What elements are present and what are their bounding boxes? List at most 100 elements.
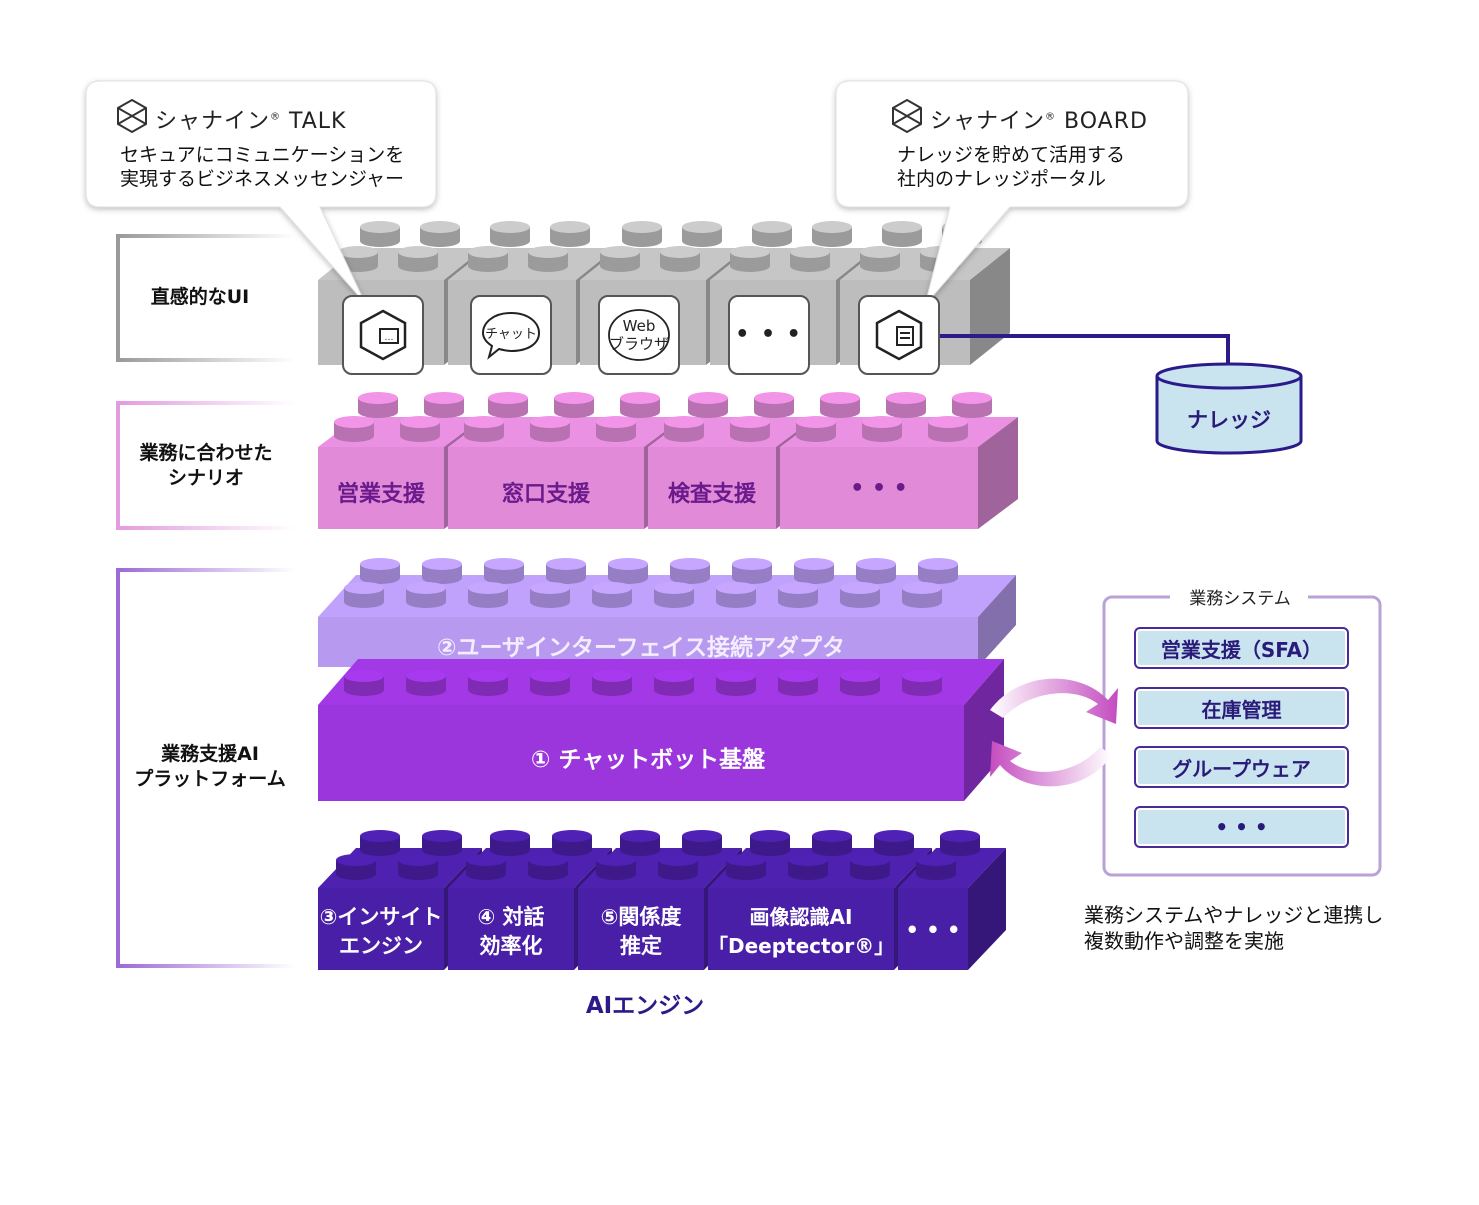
adapter-block-label: ②ユーザインターフェイス接続アダプタ <box>437 635 845 661</box>
web-browser-icon: Web ブラウザ <box>598 295 680 375</box>
ai-engine-brick-stud <box>916 854 956 880</box>
ai-engine-brick-stud <box>750 830 790 856</box>
knowledge-db-label: ナレッジ <box>1187 408 1271 432</box>
chatbot-brick-stud <box>344 670 384 696</box>
platform-layer-label: 業務支援AI プラットフォーム <box>134 743 286 790</box>
ui-brick-stud <box>600 246 640 272</box>
adapter-brick-stud <box>732 558 772 584</box>
ui-brick-stud <box>730 246 770 272</box>
chat-bubble-icon: チャット <box>470 295 552 375</box>
scenario-brick-stud <box>488 392 528 418</box>
ui-brick-stud <box>622 221 662 247</box>
ai-engine-label-2: ④ 対話 効率化 <box>477 905 545 958</box>
ui-brick-stud <box>812 221 852 247</box>
scenario-brick-stud <box>400 416 440 442</box>
ui-brick-stud <box>752 221 792 247</box>
more-label: • • • <box>735 322 803 347</box>
ui-brick-stud <box>860 246 900 272</box>
adapter-brick-stud <box>422 558 462 584</box>
scenario-brick-stud <box>886 392 926 418</box>
ai-engine-brick-stud <box>940 830 980 856</box>
adapter-brick-stud <box>530 582 570 608</box>
scenario-brick-stud <box>862 416 902 442</box>
ui-brick-stud <box>528 246 568 272</box>
scenario-brick-stud <box>928 416 968 442</box>
chatbot-brick-stud <box>840 670 880 696</box>
adapter-brick-stud <box>918 558 958 584</box>
ai-engine-brick-stud <box>422 830 462 856</box>
scenario-brick-stud <box>530 416 570 442</box>
adapter-brick-stud <box>608 558 648 584</box>
ai-engine-label-5: • • • <box>905 918 961 942</box>
chatbot-brick-stud <box>592 670 632 696</box>
business-system-title: 業務システム <box>1189 589 1291 609</box>
scenario-brick-stud <box>952 392 992 418</box>
ai-engine-brick-stud <box>682 830 722 856</box>
talk-product-title: シャナイン® TALK <box>155 109 347 134</box>
inventory-system-item: 在庫管理 <box>1134 687 1349 729</box>
adapter-brick-stud <box>360 558 400 584</box>
more-icon: • • • <box>728 295 810 375</box>
ai-engine-brick-stud <box>658 854 698 880</box>
scenario-brick-stud <box>688 392 728 418</box>
scenario-layer-bracket <box>116 401 295 530</box>
scenario-brick-stud <box>620 392 660 418</box>
ui-brick-stud <box>660 246 700 272</box>
ai-engine-label: AIエンジン <box>585 993 705 1019</box>
adapter-brick-stud <box>546 558 586 584</box>
scenario-brick-stud <box>464 416 504 442</box>
ai-engine-brick-stud <box>874 830 914 856</box>
adapter-brick-stud <box>592 582 632 608</box>
scenario-label: 営業支援 <box>336 482 425 507</box>
scenario-label: 検査支援 <box>667 482 756 507</box>
adapter-brick-stud <box>406 582 446 608</box>
ai-engine-brick-stud <box>788 854 828 880</box>
adapter-brick-stud <box>778 582 818 608</box>
ui-brick-stud <box>490 221 530 247</box>
adapter-brick-stud <box>840 582 880 608</box>
business-system-caption: 業務システムやナレッジと連携し 複数動作や調整を実施 <box>1084 903 1384 953</box>
scenario-brick-stud <box>596 416 636 442</box>
ui-brick-stud <box>420 221 460 247</box>
shanain-logo-icon <box>117 98 147 134</box>
platform-layer-bracket <box>116 568 295 968</box>
ai-engine-brick-stud <box>360 830 400 856</box>
scenario-brick-stud <box>554 392 594 418</box>
knowledge-database <box>1155 362 1303 455</box>
adapter-brick-stud <box>902 582 942 608</box>
ai-engine-label-3: ⑤関係度 推定 <box>600 905 682 958</box>
board-description: ナレッジを貯めて活用する 社内のナレッジポータル <box>897 144 1126 190</box>
scenario-brick-stud <box>820 392 860 418</box>
ai-engine-brick-stud <box>398 854 438 880</box>
ai-engine-brick-stud <box>620 830 660 856</box>
ai-engine-brick-stud <box>552 830 592 856</box>
ui-brick-stud <box>790 246 830 272</box>
chatbot-block-label: ① チャットボット基盤 <box>530 747 766 773</box>
ai-engine-label-1: ③インサイト エンジン <box>319 905 443 958</box>
scenario-brick-stud <box>664 416 704 442</box>
board-cube-icon <box>858 295 940 375</box>
adapter-brick-stud <box>468 582 508 608</box>
messenger-cube-icon: … <box>342 295 424 375</box>
chatbot-brick-stud <box>530 670 570 696</box>
adapter-brick-stud <box>794 558 834 584</box>
chat-bubble-label: チャット <box>485 327 537 342</box>
sfa-system-item: 営業支援（SFA） <box>1134 627 1349 669</box>
scenario-brick-stud <box>754 392 794 418</box>
ui-brick-stud <box>682 221 722 247</box>
ai-engine-brick <box>898 848 1006 970</box>
ui-brick-stud <box>550 221 590 247</box>
scenario-layer-label: 業務に合わせた シナリオ <box>139 442 273 489</box>
sync-arrows-icon <box>990 678 1118 787</box>
ui-brick-stud <box>398 246 438 272</box>
scenario-label: • • • <box>850 476 908 501</box>
more-system-item: • • • <box>1134 806 1349 848</box>
ai-engine-label-4: 画像認識AI 「Deeptector®」 <box>708 905 895 958</box>
ai-engine-brick-stud <box>466 854 506 880</box>
ui-brick-stud <box>360 221 400 247</box>
chatbot-brick-stud <box>654 670 694 696</box>
knowledge-connector-line <box>935 334 1230 370</box>
scenario-brick-stud <box>334 416 374 442</box>
adapter-brick-stud <box>654 582 694 608</box>
chatbot-brick-stud <box>468 670 508 696</box>
